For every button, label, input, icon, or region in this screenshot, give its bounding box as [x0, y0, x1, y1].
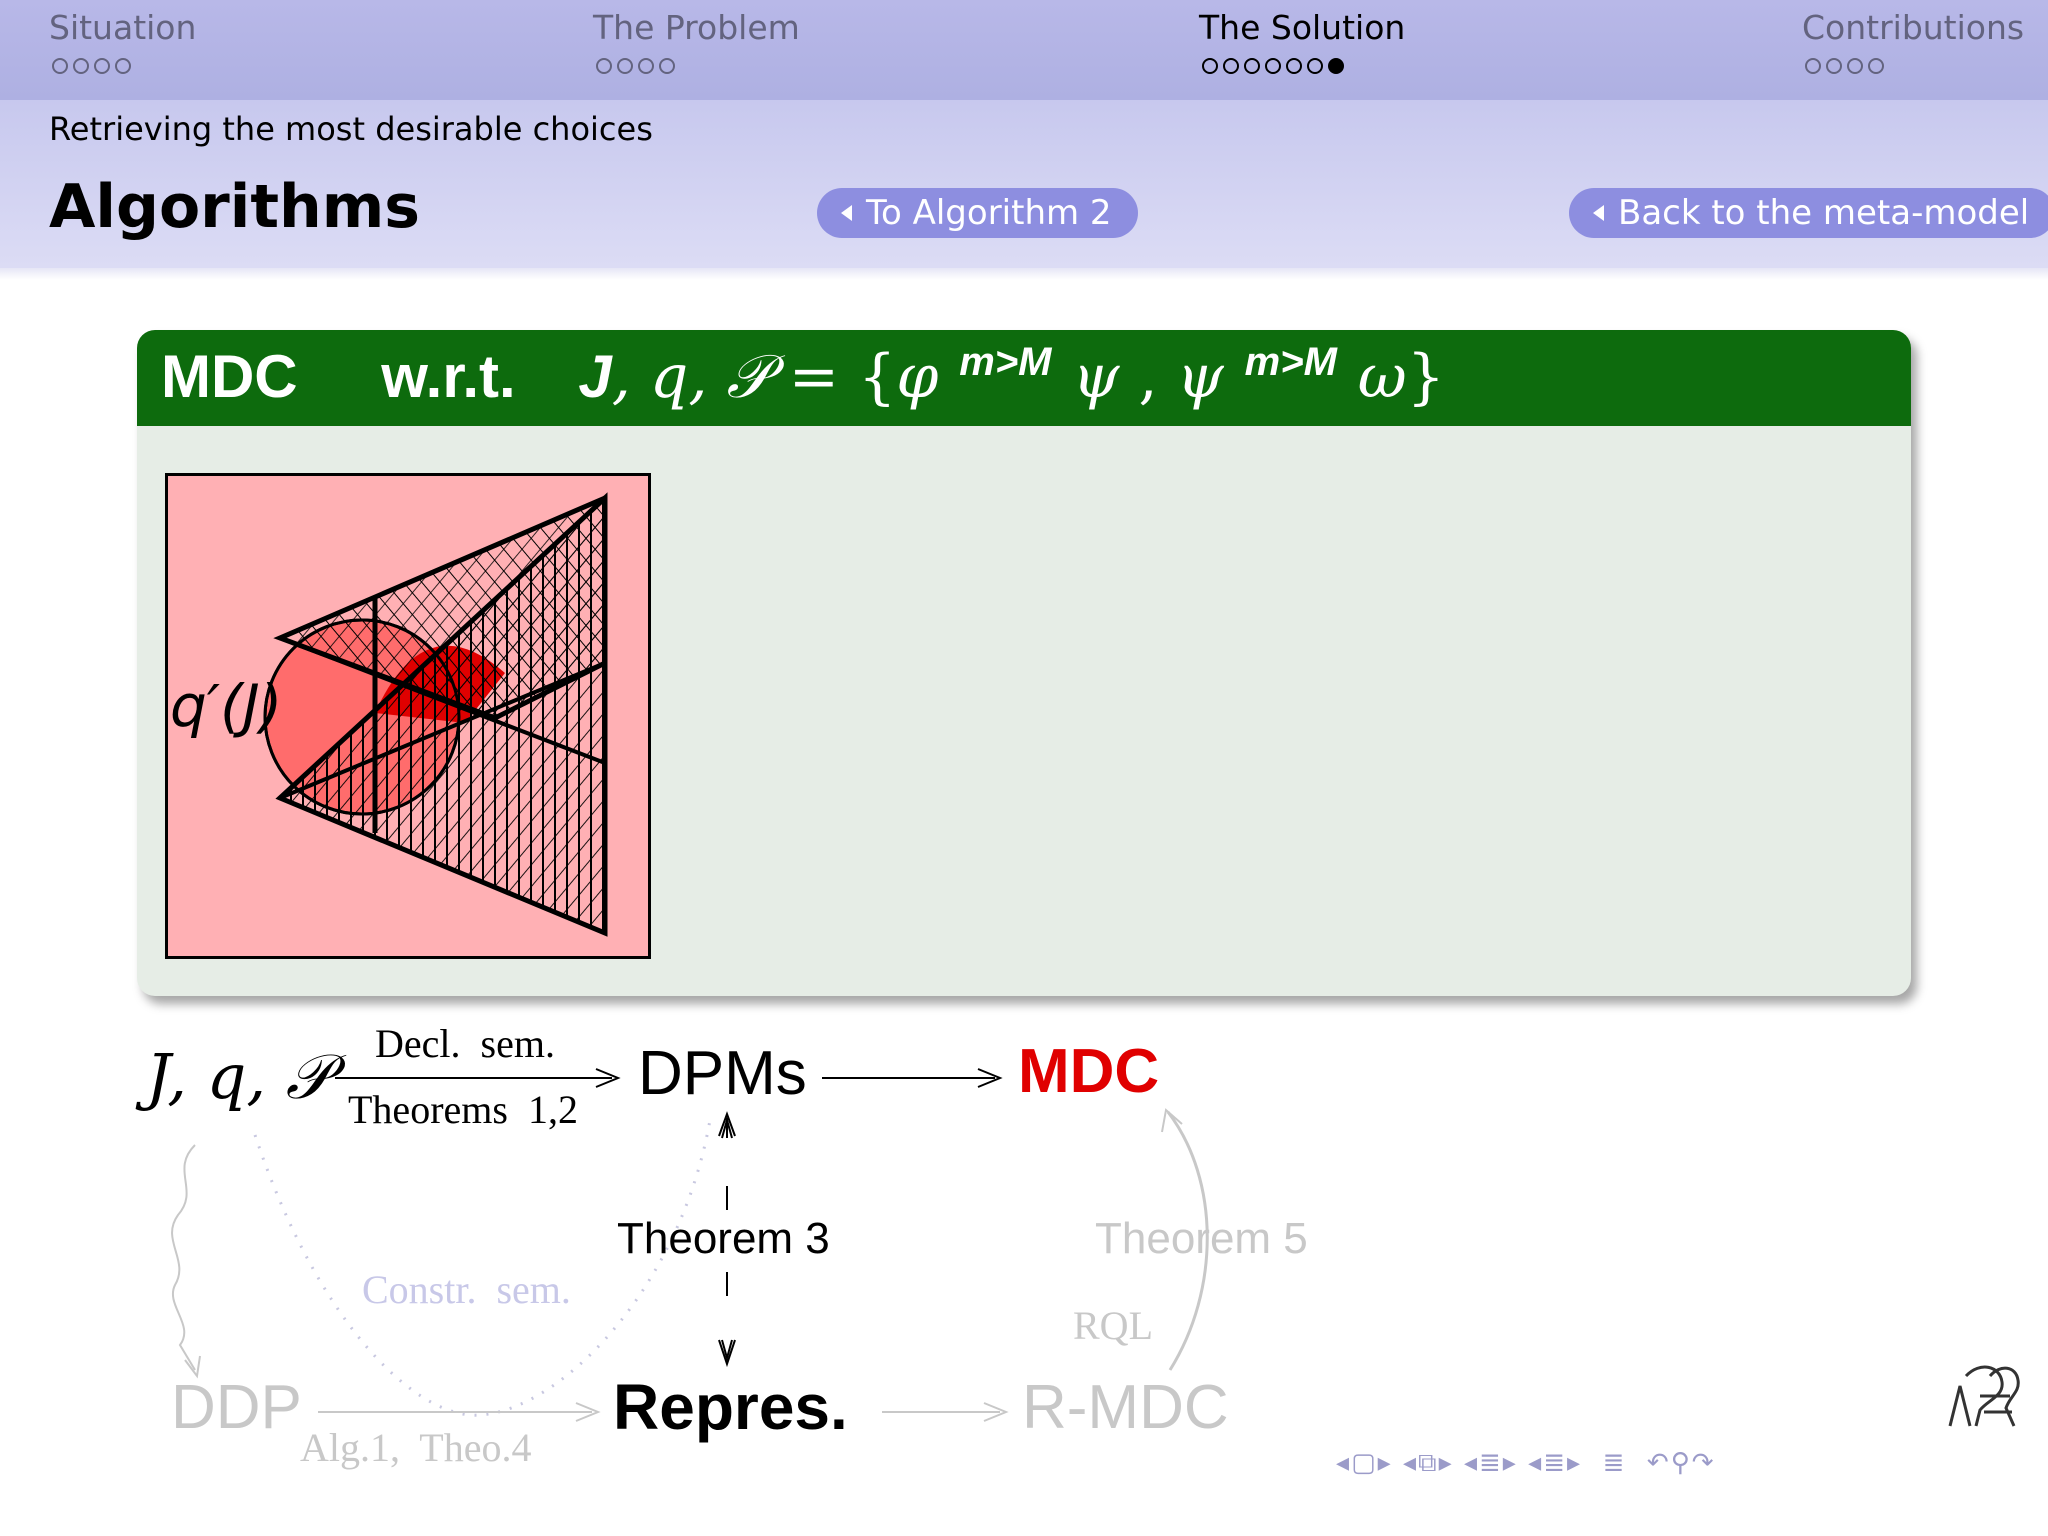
redo-icon[interactable]: ↷ — [1691, 1448, 1716, 1478]
nav-section-contributions[interactable]: Contributions — [1802, 8, 2025, 47]
nav-prev-icon[interactable]: ◂ — [1528, 1448, 1544, 1478]
back-to-meta-model-label: Back to the meta-model — [1618, 193, 2030, 233]
label-constr-sem: Constr. sem. — [362, 1267, 571, 1312]
block-title: MDC w.r.t. J, q, 𝒫 = {φ m>M ψ , ψ m>M ω} — [161, 340, 1445, 412]
node-mdc: MDC — [1018, 1037, 1160, 1106]
nav-prev-icon[interactable]: ◂ — [1336, 1448, 1352, 1478]
nav-section-problem[interactable]: The Problem — [593, 8, 800, 47]
search-icon[interactable]: ⚲ — [1670, 1448, 1692, 1478]
subsection-icon[interactable]: ⧉ — [1418, 1448, 1439, 1478]
header-shadow — [0, 268, 2048, 280]
block-header: MDC w.r.t. J, q, 𝒫 = {φ m>M ψ , ψ m>M ω} — [137, 330, 1911, 426]
triangle-left-icon — [841, 205, 852, 221]
align-icon[interactable]: ≣ — [1543, 1448, 1567, 1478]
label-theorem-5: Theorem 5 — [1095, 1214, 1308, 1263]
node-dpms: DPMs — [638, 1039, 807, 1108]
nav-next-icon[interactable]: ▸ — [1566, 1448, 1583, 1478]
nav-dots-problem[interactable] — [595, 56, 685, 76]
node-repres: Repres. — [613, 1371, 848, 1443]
frame-icon[interactable]: ▢ — [1351, 1448, 1378, 1478]
nav-dots-situation[interactable] — [51, 56, 141, 76]
nav-prev-icon[interactable]: ◂ — [1402, 1448, 1419, 1478]
label-alg-theo: Alg.1, Theo.4 — [300, 1425, 532, 1470]
nav-dots-contributions[interactable] — [1804, 56, 1894, 76]
to-algorithm-2-label: To Algorithm 2 — [866, 193, 1112, 233]
back-to-meta-model-button[interactable]: Back to the meta-model — [1569, 188, 2048, 238]
label-decl-sem: Decl. sem. — [375, 1021, 555, 1066]
nav-dots-solution[interactable] — [1201, 56, 1351, 76]
nav-next-icon[interactable]: ▸ — [1377, 1448, 1393, 1478]
nav-section-solution[interactable]: The Solution — [1199, 8, 1406, 47]
undo-icon[interactable]: ↶ — [1646, 1448, 1671, 1478]
nav-prev-icon[interactable]: ◂ — [1463, 1448, 1479, 1478]
frame-subtitle: Retrieving the most desirable choices — [49, 110, 653, 148]
navigation-bar: Situation The Problem The Solution Contr… — [0, 0, 2048, 100]
title-band — [0, 100, 2048, 268]
nav-next-icon[interactable]: ▸ — [1502, 1448, 1518, 1478]
triangle-left-icon — [1593, 205, 1604, 221]
label-rql: RQL — [1073, 1303, 1153, 1348]
to-algorithm-2-button[interactable]: To Algorithm 2 — [817, 188, 1138, 238]
node-r-mdc: R-MDC — [1022, 1373, 1229, 1442]
section-icon[interactable]: ≣ — [1479, 1448, 1503, 1478]
beamer-nav-symbols: ◂▢▸ ◂⧉▸ ◂≣▸ ◂≣▸ ≣ ↶⚲↷ — [1336, 1448, 1716, 1479]
node-ddp: DDP — [171, 1373, 302, 1442]
diagram-inputs: J, q, 𝒫 — [146, 1040, 331, 1113]
nav-section-situation[interactable]: Situation — [49, 8, 197, 47]
frame-title: Algorithms — [49, 172, 420, 242]
university-logo-icon — [1948, 1365, 2020, 1427]
label-theorems-12: Theorems 1,2 — [348, 1087, 578, 1132]
label-theorem-3: Theorem 3 — [617, 1214, 830, 1263]
venn-figure — [165, 473, 651, 959]
align-icon[interactable]: ≣ — [1602, 1448, 1627, 1478]
nav-next-icon[interactable]: ▸ — [1438, 1448, 1454, 1478]
venn-label: q′(J) — [170, 672, 283, 740]
